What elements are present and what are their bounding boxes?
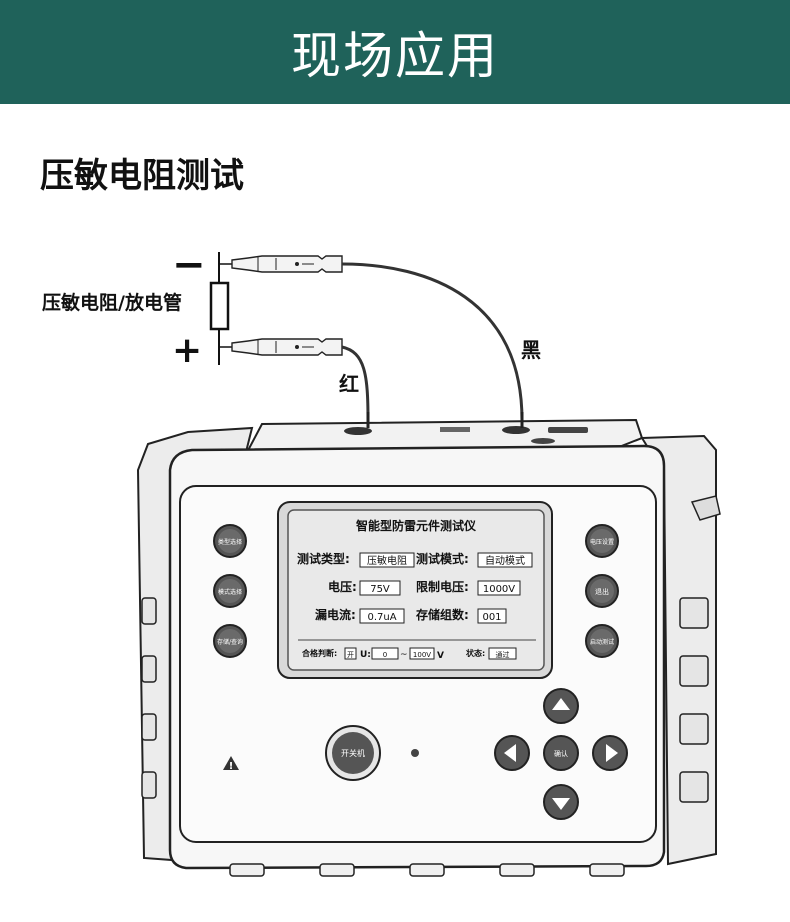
indicator-led [411,749,419,757]
store-query-label: 存储/查询 [217,638,243,646]
mode-select-button[interactable]: 模式选择 [213,574,247,608]
judge-switch-box [344,647,357,660]
power-button[interactable]: 开关机 [325,725,381,781]
voltage-value: 75V [370,584,390,595]
type-select-button[interactable]: 类型选择 [213,524,247,558]
red-cable [341,345,370,421]
black-cable [341,262,524,421]
u-label: U: [360,650,371,660]
header-banner: 现场应用 [0,0,790,104]
storage-group-value: 001 [482,612,501,623]
test-type-label: 测试类型: [297,551,350,566]
unit-v: V [437,651,444,661]
arrow-down-icon [552,798,570,810]
leak-current-value: 0.7uA [367,612,396,623]
voltage-box [359,580,401,596]
voltage-label: 电压: [328,579,357,594]
store-query-button[interactable]: 存储/查询 [213,624,247,658]
u-min-box [371,647,399,660]
confirm-button[interactable]: 确认 [543,735,579,771]
black-lead-label: 黑 [521,338,541,362]
start-test-label: 启动测试 [590,638,614,646]
exit-label: 退出 [595,587,609,596]
u-min-value: 0 [383,651,387,659]
judge-label: 合格判断: [301,648,337,658]
black-probe-icon [231,255,343,273]
svg-text:!: ! [229,761,234,772]
confirm-label: 确认 [554,749,568,758]
status-value: 通过 [496,650,510,659]
power-label: 开关机 [341,748,365,758]
start-test-button[interactable]: 启动测试 [585,624,619,658]
test-type-value: 压敏电阻 [367,554,407,567]
plus-sign: + [172,330,202,371]
arrow-right-icon [606,744,618,762]
nav-up-button[interactable] [543,688,579,724]
component-symbol [209,281,230,331]
type-select-label: 类型选择 [218,538,242,546]
red-lead-label: 红 [339,372,359,396]
arrow-left-icon [504,744,516,762]
limit-voltage-label: 限制电压: [416,579,469,594]
voltage-set-button[interactable]: 电压设置 [585,524,619,558]
nav-down-button[interactable] [543,784,579,820]
status-label: 状态: [466,648,485,658]
side-grips [141,597,709,803]
status-box [488,647,517,660]
mode-select-label: 模式选择 [218,588,242,596]
nav-right-button[interactable] [592,735,628,771]
warning-icon: ! [223,756,239,772]
judge-switch-value: 开 [347,651,354,659]
screen [287,509,545,671]
storage-group-box [477,608,507,624]
limit-voltage-box [477,580,521,596]
u-max-value: 100V [413,651,431,659]
red-probe-icon [231,338,343,356]
u-max-box [409,647,435,660]
arrow-up-icon [552,698,570,710]
storage-group-label: 存储组数: [415,607,469,622]
test-mode-box [477,552,533,568]
voltage-set-label: 电压设置 [590,538,614,546]
screen-title: 智能型防雷元件测试仪 [355,518,477,533]
test-type-box [359,552,415,568]
component-label: 压敏电阻/放电管 [42,291,182,314]
section-title: 压敏电阻测试 [40,156,244,196]
leak-current-box [359,608,405,624]
nav-left-button[interactable] [494,735,530,771]
range-sep: ~ [400,650,408,660]
test-mode-label: 测试模式: [416,551,469,566]
exit-button[interactable]: 退出 [585,574,619,608]
header-title: 现场应用 [291,27,499,85]
test-mode-value: 自动模式 [485,554,525,567]
limit-voltage-value: 1000V [483,584,515,595]
minus-sign: − [172,242,206,288]
leak-current-label: 漏电流: [315,607,356,622]
